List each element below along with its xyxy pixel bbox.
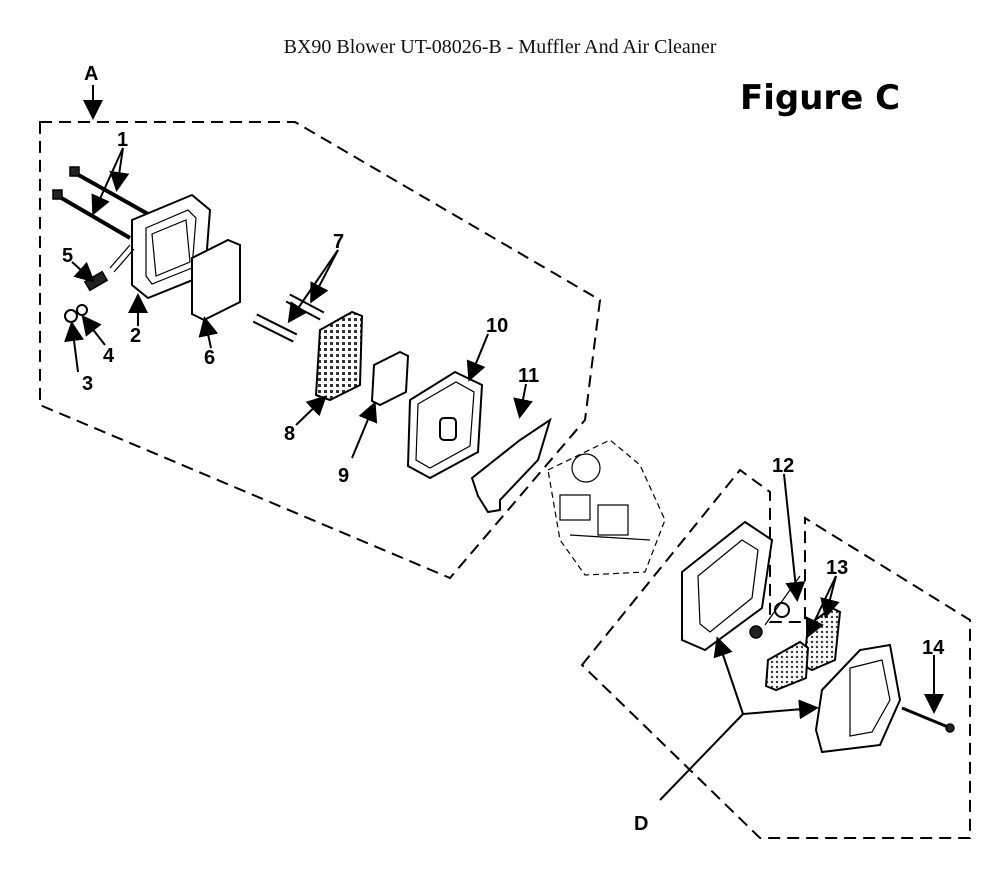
callout-11: 11 — [518, 365, 539, 387]
part-14-screw — [901, 706, 955, 733]
air-cleaner-cover — [814, 643, 902, 754]
part-9-gasket — [370, 350, 410, 407]
figure-label: Figure C — [740, 78, 901, 118]
callout-14: 14 — [922, 637, 945, 659]
callout-3: 3 — [82, 373, 93, 395]
part-13-filters — [764, 606, 842, 692]
callout-1: 1 — [117, 129, 128, 151]
page-title: BX90 Blower UT-08026-B - Muffler And Air… — [283, 36, 717, 58]
callout-12: 12 — [772, 455, 794, 477]
part-7-tubes — [252, 293, 325, 343]
part-1-bolts — [52, 166, 149, 240]
callout-13: 13 — [826, 557, 848, 579]
group-d-label: D — [634, 813, 648, 835]
engine-block — [547, 439, 666, 576]
callout-9: 9 — [338, 465, 349, 487]
group-a-label: A — [84, 63, 98, 85]
group-d-boundary — [580, 468, 971, 839]
callout-7: 7 — [333, 231, 344, 253]
leader-lines — [64, 147, 944, 801]
air-cleaner-base — [681, 520, 774, 652]
callout-5: 5 — [62, 245, 73, 267]
callout-6: 6 — [204, 347, 215, 369]
part-11-plate — [470, 417, 552, 514]
callout-2: 2 — [130, 325, 141, 347]
part-6-plate — [191, 238, 241, 322]
part-10-muffler-body — [406, 370, 484, 480]
callout-10: 10 — [486, 315, 508, 337]
group-a-boundary — [39, 121, 602, 580]
part-3-5-hardware — [64, 244, 135, 323]
callout-8: 8 — [284, 423, 295, 445]
part-8-screen — [314, 310, 364, 402]
callout-4: 4 — [103, 345, 115, 367]
